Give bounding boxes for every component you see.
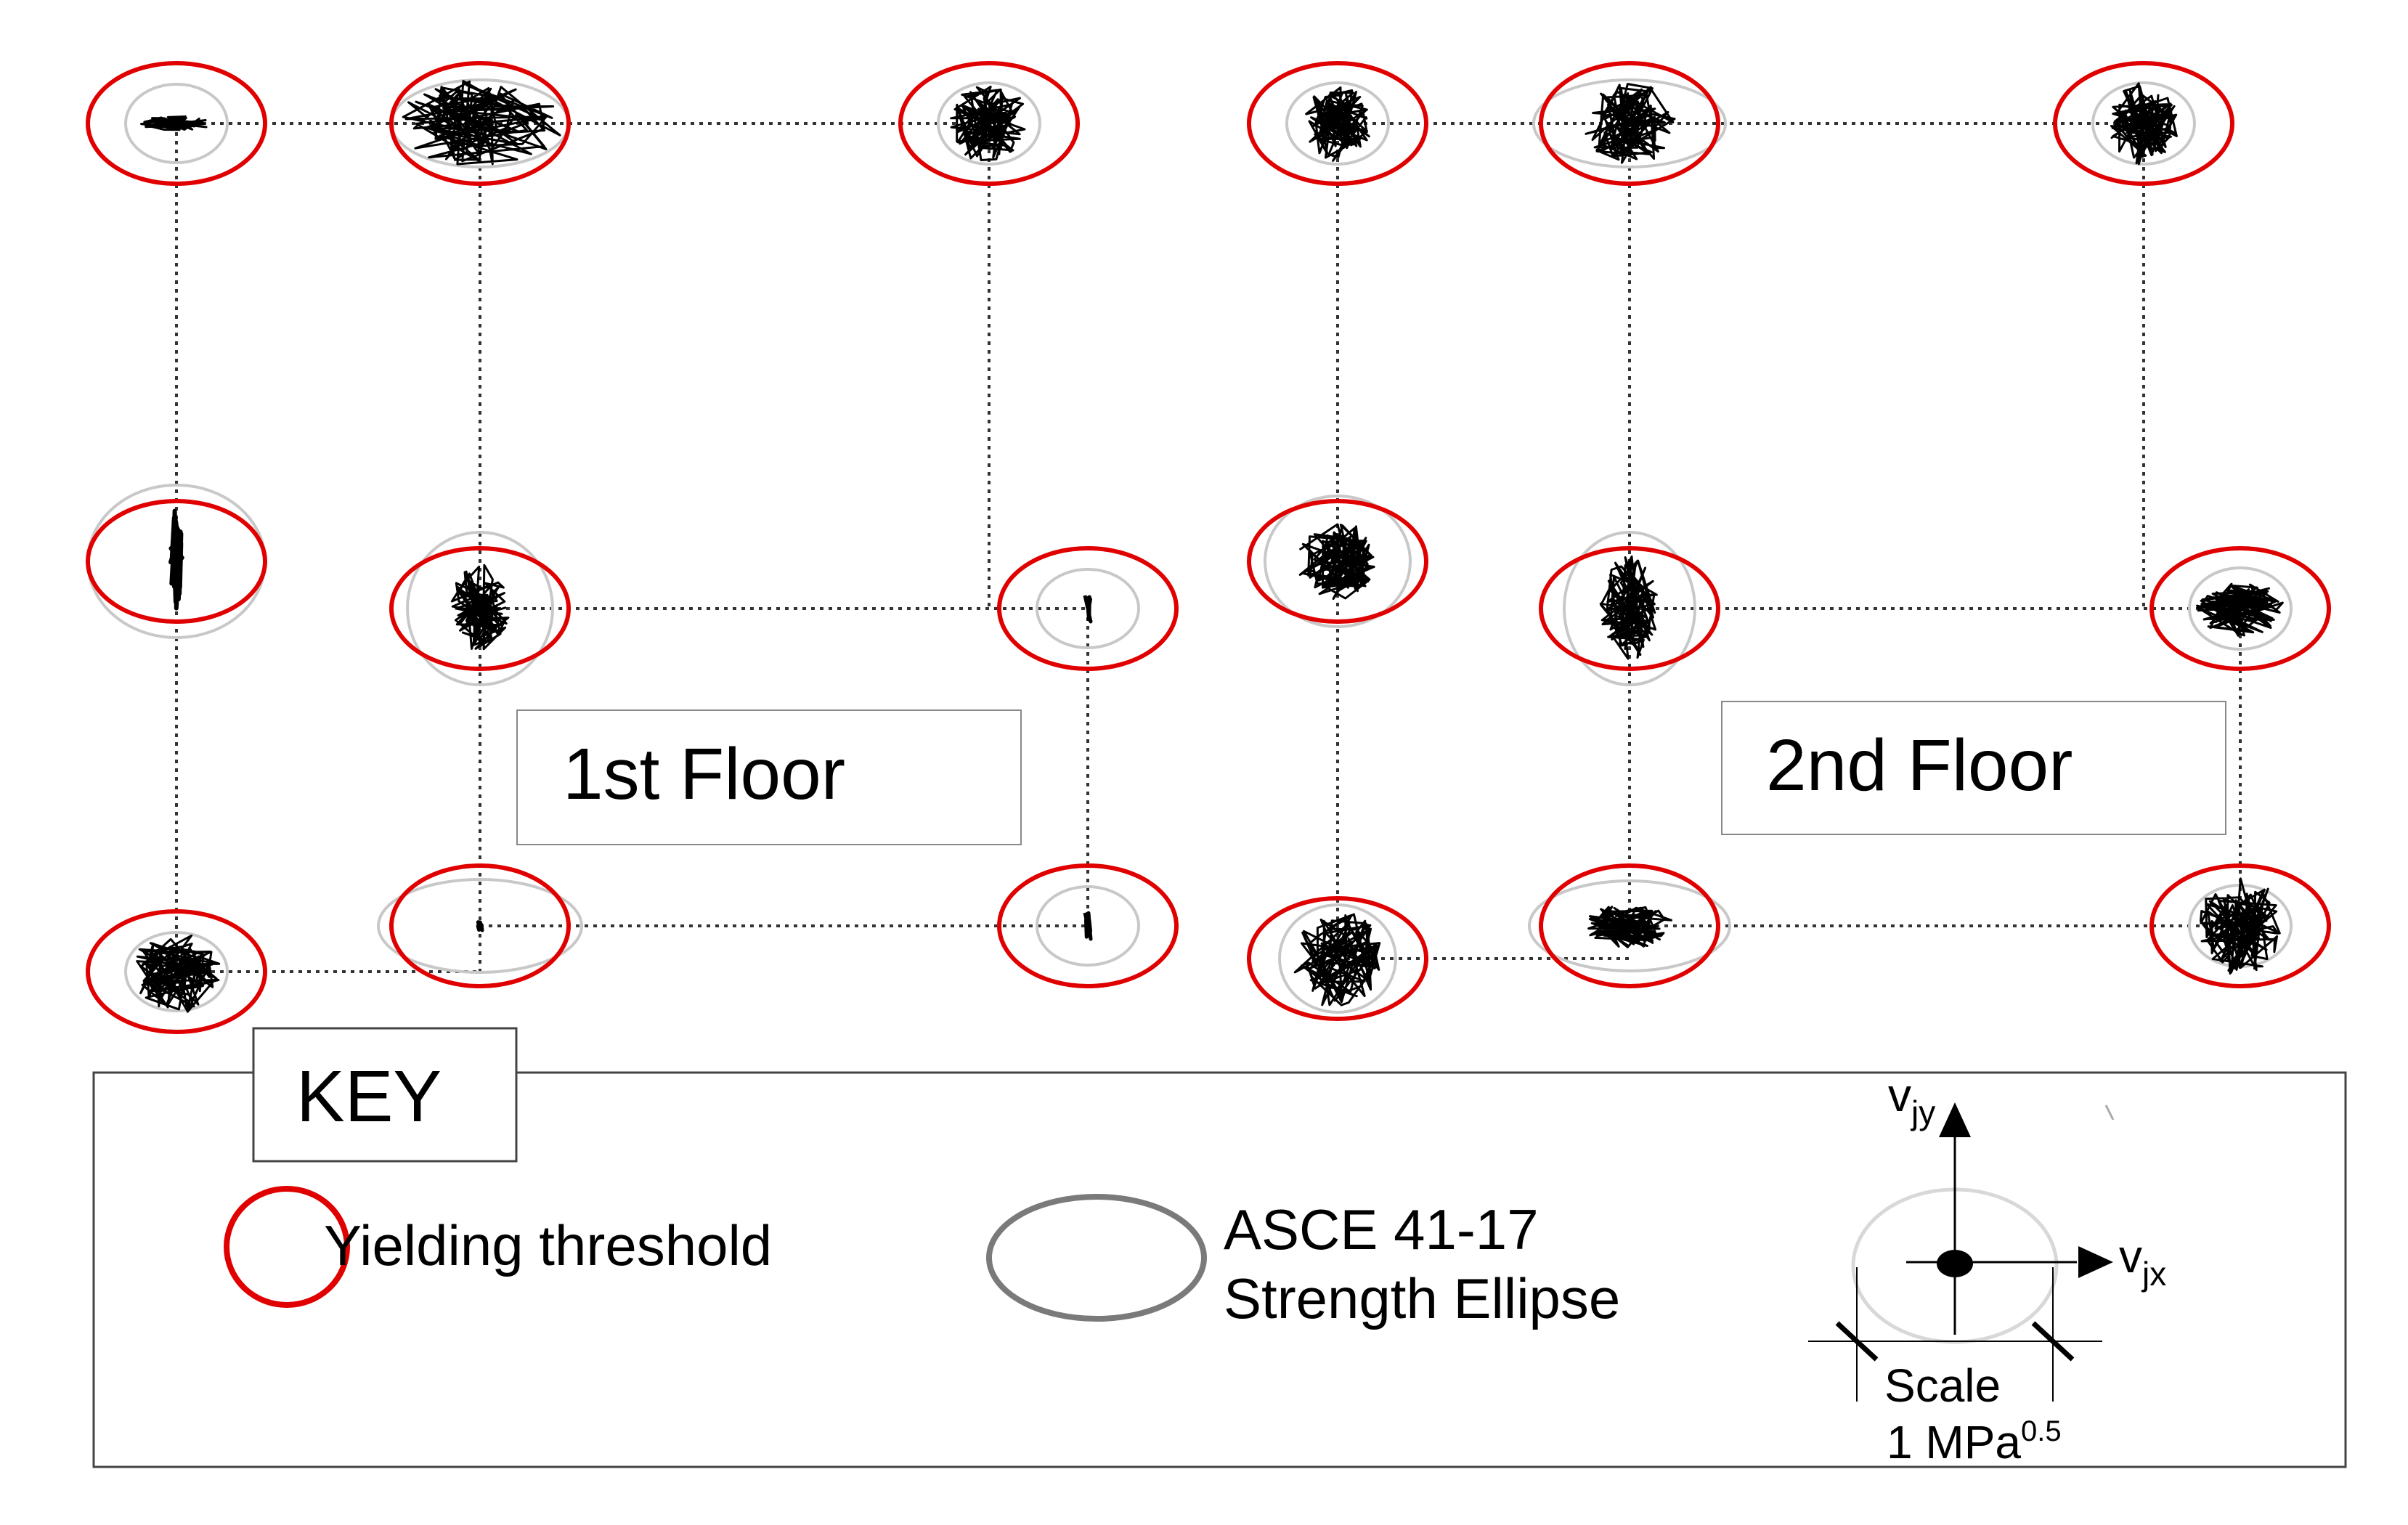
yield-threshold-ellipse (86, 499, 267, 624)
grey-ellipse-icon (986, 1194, 1207, 1322)
joint-11 (1532, 61, 1727, 186)
strength-ellipse (1285, 81, 1390, 166)
yield-threshold-ellipse (2149, 863, 2331, 988)
floor-label-2: 2nd Floor (1721, 701, 2226, 835)
joint-stress-trace (1585, 83, 1676, 164)
joint-10 (1247, 61, 1428, 186)
strength-ellipse (937, 81, 1041, 166)
strength-ellipse (1264, 495, 1412, 628)
joint-7 (86, 909, 267, 1034)
yield-threshold-ellipse (389, 546, 571, 671)
strength-ellipse (1036, 568, 1140, 649)
joint-stress-trace (1298, 523, 1375, 600)
joint-stress-trace (1083, 911, 1093, 941)
joint-9 (997, 863, 1179, 988)
key-title-box (252, 1027, 518, 1163)
strength-ellipse (1036, 885, 1140, 967)
y-axis-label: vjy (1888, 1069, 1935, 1131)
joint-17 (1528, 863, 1731, 988)
joint-stress-trace (1599, 555, 1658, 660)
joint-13 (1247, 495, 1428, 628)
strength-ellipse (1563, 531, 1696, 686)
yield-threshold-ellipse (1247, 61, 1428, 186)
joint-6 (997, 546, 1179, 671)
floor-label-box-2 (1721, 701, 2226, 835)
joint-stress-trace (2110, 82, 2178, 166)
key-asce-label-line2: Strength Ellipse (1224, 1266, 1620, 1330)
origin-dot-icon (1937, 1250, 1973, 1277)
scale-right-tick (2031, 1321, 2075, 1362)
yield-threshold-ellipse (1247, 896, 1428, 1021)
key-asce-label-line1: ASCE 41-17 (1224, 1197, 1539, 1261)
joint-1 (86, 61, 267, 186)
strength-ellipse (1528, 879, 1731, 972)
yield-threshold-ellipse (1539, 61, 1720, 186)
joint-stress-trace (140, 115, 208, 131)
yield-threshold-ellipse (997, 863, 1179, 988)
joint-stress-trace (2196, 582, 2284, 637)
yield-threshold-ellipse (2149, 546, 2331, 671)
scale-label-line2: 1 MPa0.5 (1887, 1415, 2062, 1468)
joint-8 (377, 863, 583, 988)
joint-stress-trace (168, 508, 184, 611)
scale-left-tick (1835, 1321, 1879, 1362)
joint-stress-trace (1083, 595, 1093, 624)
joint-stress-trace (950, 85, 1026, 161)
joint-stress-trace (136, 934, 221, 1013)
joint-stress-trace (2200, 877, 2281, 975)
yield-threshold-ellipse (2053, 61, 2234, 186)
strength-ellipse (377, 878, 583, 974)
key-stray-mark (2104, 1105, 2115, 1121)
strength-ellipse (124, 83, 229, 164)
yield-threshold-ellipse (389, 863, 571, 988)
joint-16 (1247, 896, 1428, 1021)
strength-ellipse (2188, 566, 2293, 651)
floor-plan-gridlines (175, 122, 2242, 973)
key-title: KEY (296, 1056, 442, 1137)
joint-2 (389, 61, 571, 186)
strength-ellipse (2091, 81, 2196, 166)
joint-18 (2149, 863, 2331, 988)
key-yielding-label: Yielding threshold (324, 1213, 772, 1277)
strength-ellipse (406, 531, 554, 686)
joint-15 (2149, 546, 2331, 671)
x-axis-arrow-icon (2078, 1246, 2113, 1278)
yield-threshold-ellipse (1539, 546, 1720, 671)
yield-threshold-ellipse (1247, 499, 1428, 624)
joint-stress-trace (450, 564, 510, 651)
joint-stress-trace (402, 80, 561, 166)
joint-stress-trace (1305, 86, 1370, 162)
yield-threshold-ellipse (86, 61, 267, 186)
axes-legend: vjy vjx Scale 1 MPa0.5 (1808, 1069, 2166, 1468)
strength-ellipse (124, 931, 229, 1012)
floor-label-1: 1st Floor (516, 709, 1022, 845)
red-circle-icon (224, 1186, 350, 1308)
joint-markers (86, 61, 2331, 1034)
joint-stress-trace (1587, 906, 1672, 948)
floor-label-text-1: 1st Floor (563, 733, 845, 815)
floor-label-box-1 (516, 709, 1022, 845)
joint-3 (898, 61, 1080, 186)
joint-12 (2053, 61, 2234, 186)
joint-14 (1539, 531, 1720, 686)
joint-5 (389, 531, 571, 686)
joint-stress-trace (476, 920, 484, 932)
strength-ellipse (1532, 78, 1727, 168)
floor-label-text-2: 2nd Floor (1766, 725, 2073, 806)
yield-threshold-ellipse (898, 61, 1080, 186)
scale-label-line1: Scale (1884, 1359, 2001, 1412)
strength-ellipse (1278, 903, 1397, 1014)
y-axis-arrow-icon (1939, 1102, 1971, 1137)
joint-stress-trace (1293, 913, 1381, 1006)
x-axis-label: vjx (2119, 1230, 2166, 1293)
key-panel: KEY Yielding threshold ASCE 41-17 Streng… (92, 1027, 2347, 1468)
yield-threshold-ellipse (86, 909, 267, 1034)
yield-threshold-ellipse (997, 546, 1179, 671)
yield-threshold-ellipse (389, 61, 571, 186)
yield-threshold-ellipse (1539, 863, 1720, 988)
joint-4 (86, 484, 267, 639)
